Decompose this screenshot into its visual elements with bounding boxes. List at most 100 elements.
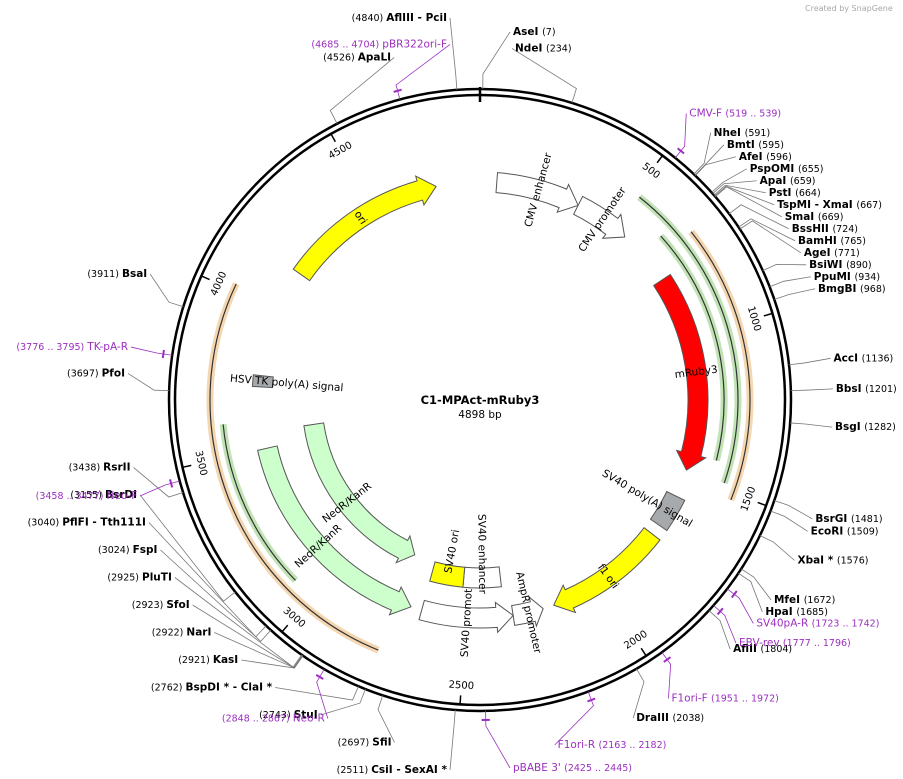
feature-neor-kanr <box>303 422 416 564</box>
site-label: AflII (1804) <box>733 643 792 655</box>
tick-mark <box>281 624 289 633</box>
site-position: (595) <box>758 140 784 151</box>
site-label: BsrGI (1481) <box>815 513 882 525</box>
leader-line <box>726 588 754 624</box>
leader-line <box>632 668 645 719</box>
leader-line <box>694 144 725 176</box>
leader-line <box>712 180 757 194</box>
site-label: AseI (7) <box>513 26 556 38</box>
site-name: RsrII <box>103 461 130 473</box>
site-label: BbsI (1201) <box>836 383 897 395</box>
primer-name: EBV-rev <box>739 637 783 649</box>
site-label: PstI (664) <box>769 187 821 199</box>
site-position: (934) <box>855 272 881 283</box>
primer-arc <box>209 283 237 467</box>
leader-line <box>713 184 766 196</box>
primer-marker <box>716 607 724 616</box>
leader-line <box>762 263 807 271</box>
site-position: (3697) <box>67 368 102 379</box>
leader-line <box>149 273 184 308</box>
primer-label: EBV-rev (1777 .. 1796) <box>739 637 851 649</box>
leader-line <box>395 44 451 100</box>
leader-line <box>130 346 173 356</box>
site-position: (890) <box>846 260 872 271</box>
site-name: HpaI <box>765 606 796 618</box>
leader-line <box>554 691 594 746</box>
plasmid-size: 4898 bp <box>458 409 502 421</box>
leader-line <box>661 652 672 699</box>
primer-label: F1ori-R (2163 .. 2182) <box>558 739 667 751</box>
primer-arc <box>222 424 296 581</box>
site-label: AccI (1136) <box>834 352 894 364</box>
primer-label: (2848 .. 2867) Neo-R <box>222 713 325 725</box>
primer-marker <box>161 349 165 359</box>
restriction-sites: AseI (7)NdeI (234)NheI (591)BmtI (595)Af… <box>28 12 897 776</box>
tick-label: 4000 <box>209 270 229 298</box>
primer-label: (4685 .. 4704) pBR322ori-F <box>311 38 447 50</box>
site-position: (2743) <box>259 710 294 721</box>
feature-sv40-poly-a-signal <box>649 490 686 532</box>
site-label: EcoRI (1509) <box>811 525 879 537</box>
credit-text: Created by SnapGene <box>805 4 893 13</box>
site-label: BsgI (1282) <box>835 421 896 433</box>
site-position: (1576) <box>837 555 869 566</box>
leader-line <box>740 568 772 601</box>
primer-name: CMV-F <box>689 108 725 120</box>
site-name: SmaI <box>785 211 818 223</box>
leader-line <box>714 185 775 206</box>
site-name: PpuMI <box>814 271 855 283</box>
site-name: BbsI <box>836 383 865 395</box>
site-position: (771) <box>834 248 860 259</box>
site-label: (2925) PluTI <box>107 571 171 583</box>
site-position: (1282) <box>864 422 896 433</box>
primer-name: pBABE 3' <box>513 762 564 774</box>
tick-label: 500 <box>640 161 662 181</box>
primer-arc <box>660 235 725 461</box>
site-position: (3911) <box>87 269 122 280</box>
tick-label: 2500 <box>448 680 474 693</box>
leader-line <box>790 422 833 428</box>
site-position: (3155) <box>70 490 105 501</box>
site-label: XbaI * (1576) <box>797 554 868 566</box>
primer-label: (3776 .. 3795) TK-pA-R <box>16 341 128 353</box>
leader-line <box>127 373 170 392</box>
tick-mark <box>757 501 767 507</box>
leader-line <box>738 218 796 242</box>
site-position: (968) <box>860 284 886 295</box>
feature-sv40-ori <box>429 561 466 588</box>
feature-label: SV40 enhancer <box>475 514 488 595</box>
site-label: (2922) NarI <box>152 626 212 638</box>
tick-label: 4500 <box>327 140 355 162</box>
site-position: (2922) <box>152 627 187 638</box>
site-position: (2038) <box>673 713 705 724</box>
leader-line <box>329 57 395 124</box>
snapgene-credit: Created by SnapGene <box>805 4 893 13</box>
site-label: BmtI (595) <box>727 139 784 151</box>
site-position: (765) <box>840 236 866 247</box>
primer-marker <box>663 656 672 663</box>
site-position: (2923) <box>132 600 167 611</box>
primer-name: F1ori-R <box>558 739 599 751</box>
site-position: (4840) <box>352 13 387 24</box>
site-name: BsrGI <box>815 513 851 525</box>
primer-name: F1ori-F <box>671 692 711 704</box>
site-name: MfeI <box>774 594 804 606</box>
site-label: (2921) KasI <box>178 654 238 666</box>
plasmid-name: C1-MPAct-mRuby3 <box>421 393 540 407</box>
leader-line <box>674 113 687 159</box>
leader-line <box>728 204 789 230</box>
site-name: BspDI * - ClaI * <box>186 681 273 693</box>
leader-line <box>316 668 329 719</box>
leader-line <box>708 610 731 650</box>
site-position: (655) <box>798 164 824 175</box>
primer-label: pBABE 3' (2425 .. 2445) <box>513 762 632 774</box>
tick-label: 1500 <box>739 485 758 513</box>
leader-line <box>711 168 747 193</box>
site-name: AseI <box>513 26 542 38</box>
site-name: EcoRI <box>811 525 847 537</box>
leader-line <box>139 494 236 602</box>
site-name: NarI <box>186 626 211 638</box>
site-position: (667) <box>856 200 882 211</box>
leader-line <box>174 577 303 668</box>
